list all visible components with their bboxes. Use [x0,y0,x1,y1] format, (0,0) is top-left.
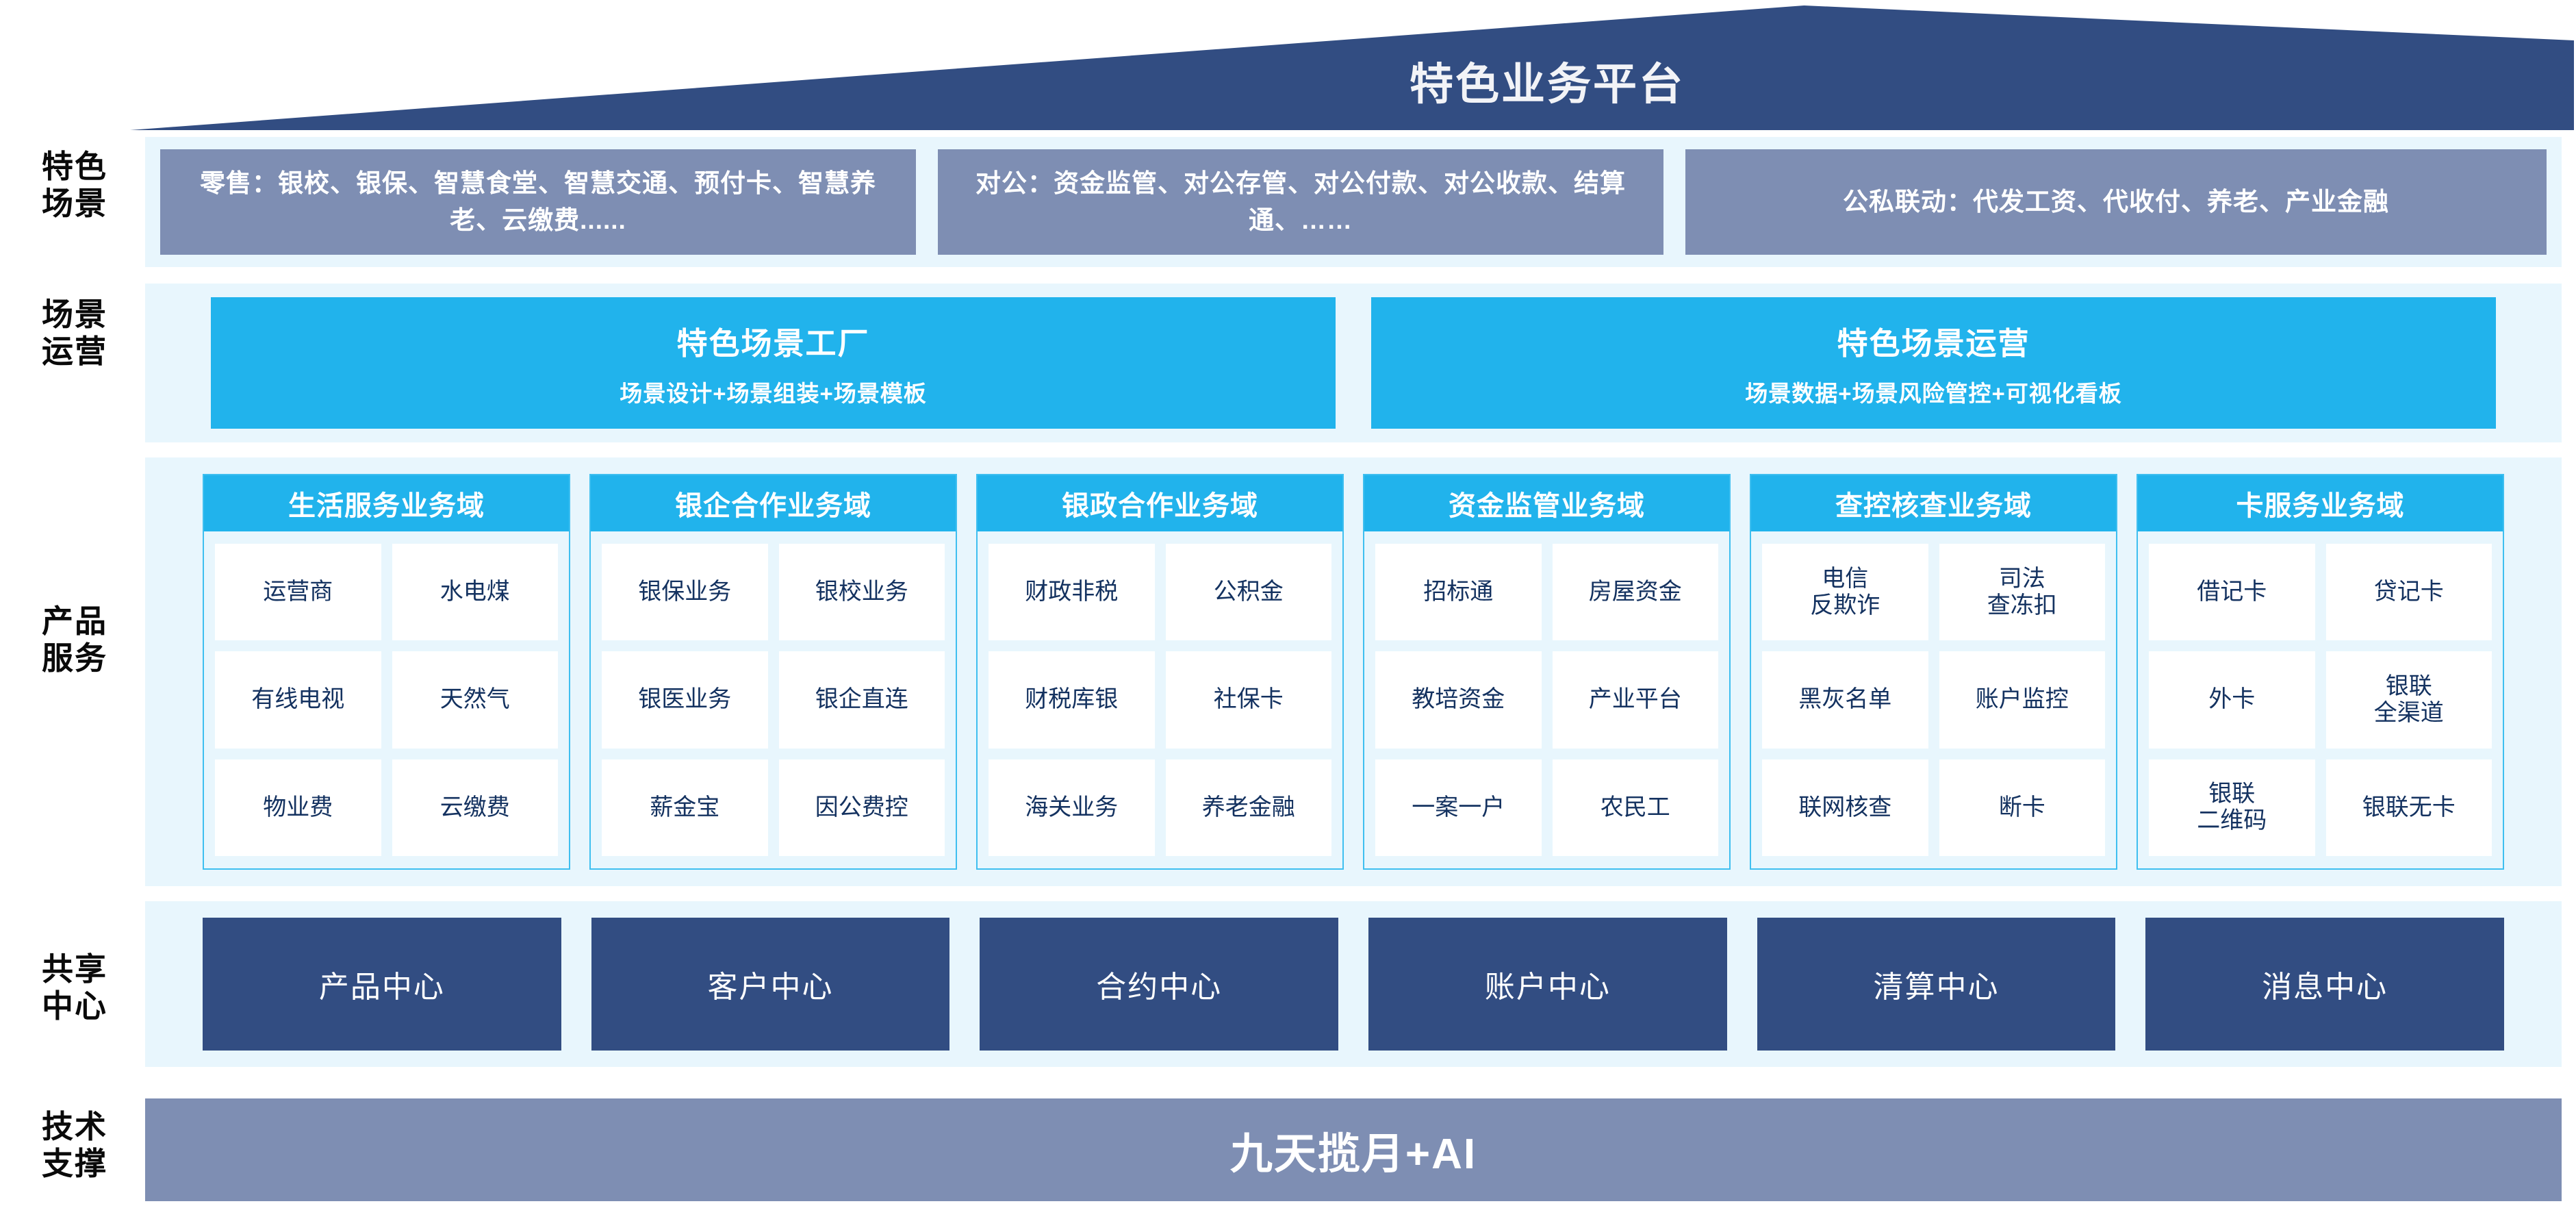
domain-cell[interactable]: 银保业务 [602,544,768,641]
operations-title: 特色场景运营 [1837,325,2030,361]
operations-row: 特色场景工厂 场景设计+场景组装+场景模板 特色场景运营 场景数据+场景风险管控… [145,284,2562,442]
tech-support-bar[interactable]: 九天揽月+AI [145,1098,2562,1201]
domain-column-bank-enterprise: 银企合作业务域 银保业务 银校业务 银医业务 银企直连 薪金宝 因公费控 [589,474,957,870]
operations-subtitle: 场景设计+场景组装+场景模板 [620,380,927,406]
shared-center-account[interactable]: 账户中心 [1368,918,1727,1051]
scenario-box-retail[interactable]: 零售：银校、银保、智慧食堂、智慧交通、预付卡、智慧养老、云缴费...... [160,149,916,255]
domain-cell-grid: 运营商 水电煤 有线电视 天然气 物业费 云缴费 [204,531,569,868]
domain-cell[interactable]: 联网核查 [1762,759,1928,856]
scenario-box-corporate[interactable]: 对公：资金监管、对公存管、对公付款、对公收款、结算通、…… [938,149,1663,255]
platform-roof: 特色业务平台 [130,5,2574,130]
domain-cell[interactable]: 天然气 [392,651,558,749]
domain-cell[interactable]: 财政非税 [989,544,1155,641]
domain-cell[interactable]: 水电煤 [392,544,558,641]
side-label-shared-centers: 共享 中心 [42,951,107,1024]
domain-cell[interactable]: 教培资金 [1375,651,1542,749]
domain-cell[interactable]: 黑灰名单 [1762,651,1928,749]
domain-cell[interactable]: 银联 二维码 [2149,759,2315,856]
domain-cell[interactable]: 财税库银 [989,651,1155,749]
scenario-box-linkage[interactable]: 公私联动：代发工资、代收付、养老、产业金融 [1685,149,2547,255]
domain-cell[interactable]: 一案一户 [1375,759,1542,856]
domain-header: 银企合作业务域 [591,475,956,531]
domain-column-bank-government: 银政合作业务域 财政非税 公积金 财税库银 社保卡 海关业务 养老金融 [976,474,1344,870]
operations-title: 特色场景工厂 [676,325,870,361]
domain-cell[interactable]: 房屋资金 [1552,544,1718,641]
domain-header: 查控核查业务域 [1751,475,2116,531]
product-domain-row: 生活服务业务域 运营商 水电煤 有线电视 天然气 物业费 云缴费 银企合作业务域… [145,457,2562,886]
shared-center-contract[interactable]: 合约中心 [980,918,1339,1051]
operations-box-scene-operation[interactable]: 特色场景运营 场景数据+场景风险管控+可视化看板 [1371,297,2496,429]
operations-box-scene-factory[interactable]: 特色场景工厂 场景设计+场景组装+场景模板 [211,297,1336,429]
shared-center-product[interactable]: 产品中心 [203,918,561,1051]
domain-cell[interactable]: 账户监控 [1939,651,2105,749]
domain-cell-grid: 财政非税 公积金 财税库银 社保卡 海关业务 养老金融 [978,531,1342,868]
side-label-products: 产品 服务 [42,603,107,677]
domain-cell[interactable]: 银医业务 [602,651,768,749]
shared-center-customer[interactable]: 客户中心 [591,918,950,1051]
operations-subtitle: 场景数据+场景风险管控+可视化看板 [1745,380,2122,406]
domain-column-fund-supervision: 资金监管业务域 招标通 房屋资金 教培资金 产业平台 一案一户 农民工 [1363,474,1731,870]
domain-cell[interactable]: 运营商 [215,544,381,641]
shared-centers-row: 产品中心 客户中心 合约中心 账户中心 清算中心 消息中心 [145,901,2562,1067]
domain-cell[interactable]: 有线电视 [215,651,381,749]
domain-header: 银政合作业务域 [978,475,1342,531]
domain-cell[interactable]: 银联无卡 [2325,759,2492,856]
scenario-row: 零售：银校、银保、智慧食堂、智慧交通、预付卡、智慧养老、云缴费...... 对公… [145,137,2562,267]
shared-center-clearing[interactable]: 清算中心 [1757,918,2116,1051]
side-label-scenes: 特色 场景 [42,149,107,222]
domain-cell[interactable]: 贷记卡 [2325,544,2492,641]
domain-cell-grid: 电信 反欺诈 司法 查冻扣 黑灰名单 账户监控 联网核查 断卡 [1751,531,2116,868]
domain-cell[interactable]: 断卡 [1939,759,2105,856]
domain-header: 卡服务业务域 [2138,475,2503,531]
side-label-tech-support: 技术 支撑 [42,1109,107,1182]
domain-header: 生活服务业务域 [204,475,569,531]
shared-center-message[interactable]: 消息中心 [2145,918,2505,1051]
domain-cell[interactable]: 养老金融 [1165,759,1331,856]
domain-cell[interactable]: 产业平台 [1552,651,1718,749]
domain-column-investigation-control: 查控核查业务域 电信 反欺诈 司法 查冻扣 黑灰名单 账户监控 联网核查 断卡 [1750,474,2117,870]
domain-cell[interactable]: 银企直连 [778,651,945,749]
domain-column-life-service: 生活服务业务域 运营商 水电煤 有线电视 天然气 物业费 云缴费 [203,474,570,870]
domain-cell[interactable]: 银校业务 [778,544,945,641]
domain-cell[interactable]: 借记卡 [2149,544,2315,641]
domain-cell-grid: 招标通 房屋资金 教培资金 产业平台 一案一户 农民工 [1364,531,1729,868]
domain-cell[interactable]: 物业费 [215,759,381,856]
domain-cell[interactable]: 农民工 [1552,759,1718,856]
domain-cell[interactable]: 银联 全渠道 [2325,651,2492,749]
domain-cell[interactable]: 公积金 [1165,544,1331,641]
domain-cell[interactable]: 外卡 [2149,651,2315,749]
domain-cell[interactable]: 司法 查冻扣 [1939,544,2105,641]
domain-cell[interactable]: 云缴费 [392,759,558,856]
domain-cell[interactable]: 招标通 [1375,544,1542,641]
domain-column-card-service: 卡服务业务域 借记卡 贷记卡 外卡 银联 全渠道 银联 二维码 银联无卡 [2137,474,2504,870]
domain-cell-grid: 银保业务 银校业务 银医业务 银企直连 薪金宝 因公费控 [591,531,956,868]
domain-header: 资金监管业务域 [1364,475,1729,531]
domain-cell[interactable]: 薪金宝 [602,759,768,856]
domain-cell-grid: 借记卡 贷记卡 外卡 银联 全渠道 银联 二维码 银联无卡 [2138,531,2503,868]
side-label-operations: 场景 运营 [42,297,107,370]
domain-cell[interactable]: 因公费控 [778,759,945,856]
page-title: 特色业务平台 [1410,60,1685,109]
domain-cell[interactable]: 海关业务 [989,759,1155,856]
domain-cell[interactable]: 电信 反欺诈 [1762,544,1928,641]
domain-cell[interactable]: 社保卡 [1165,651,1331,749]
